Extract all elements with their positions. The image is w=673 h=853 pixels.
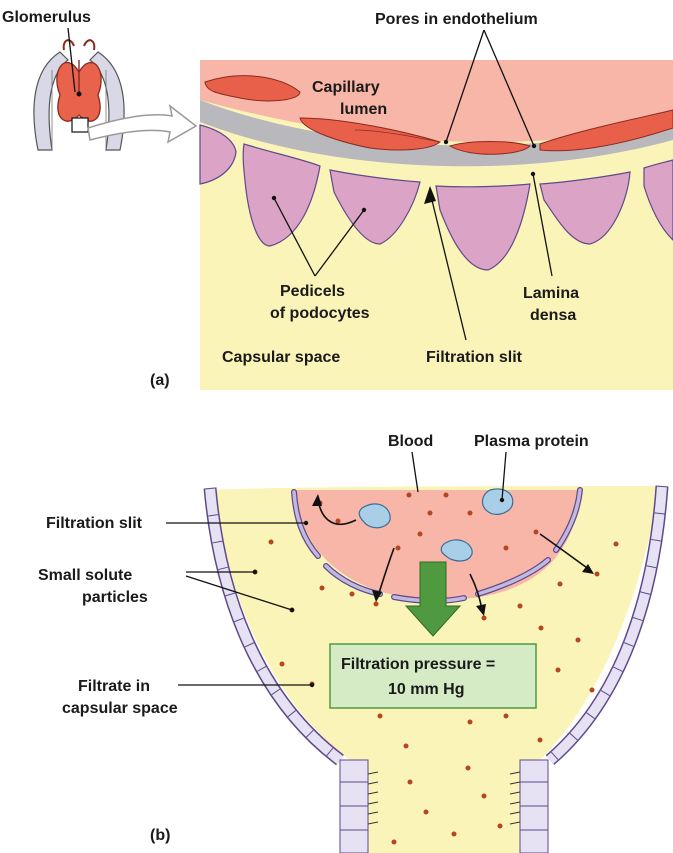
solute-particles-label-2: particles: [82, 589, 148, 606]
capillary-lumen-label-2: lumen: [340, 101, 387, 118]
pores-label: Pores in endothelium: [375, 11, 538, 28]
filtration-pressure-box: [329, 643, 537, 709]
zoom-arrow: [87, 104, 198, 144]
plasma-protein-label: Plasma protein: [474, 433, 589, 450]
filtration-pressure-arrow: [404, 561, 462, 637]
blood-label: Blood: [388, 433, 433, 450]
panel-b: Filtration pressure = 10 mm Hg Blood Pla…: [38, 433, 669, 853]
panel-a: Glomerulus Pores in endothelium Capillar…: [2, 9, 673, 390]
panel-a-tag: (a): [150, 372, 170, 389]
filtrate-label-1: Filtrate in: [78, 678, 150, 695]
pedicels-label-2: of podocytes: [270, 305, 370, 322]
filtrate-label-2: capsular space: [62, 700, 178, 717]
capillary-lumen-label-1: Capillary: [312, 79, 380, 96]
capsular-space-label: Capsular space: [222, 349, 340, 366]
filtration-slit-label-b: Filtration slit: [46, 515, 143, 532]
panel-a-illustration: [199, 60, 673, 390]
filtration-slit-arrow-a: [424, 186, 467, 341]
filtration-pressure-label-2: 10 mm Hg: [388, 681, 464, 698]
lamina-densa-label-2: densa: [530, 307, 576, 324]
lamina-densa-label-1: Lamina: [523, 285, 579, 302]
filtration-pressure-label-1: Filtration pressure =: [341, 656, 495, 673]
pedicels-label-1: Pedicels: [280, 283, 345, 300]
panel-b-tag: (b): [150, 827, 170, 844]
filtration-slit-label-a: Filtration slit: [426, 349, 523, 366]
solute-particles-label-1: Small solute: [38, 567, 132, 584]
glomerulus-label: Glomerulus: [2, 9, 91, 26]
